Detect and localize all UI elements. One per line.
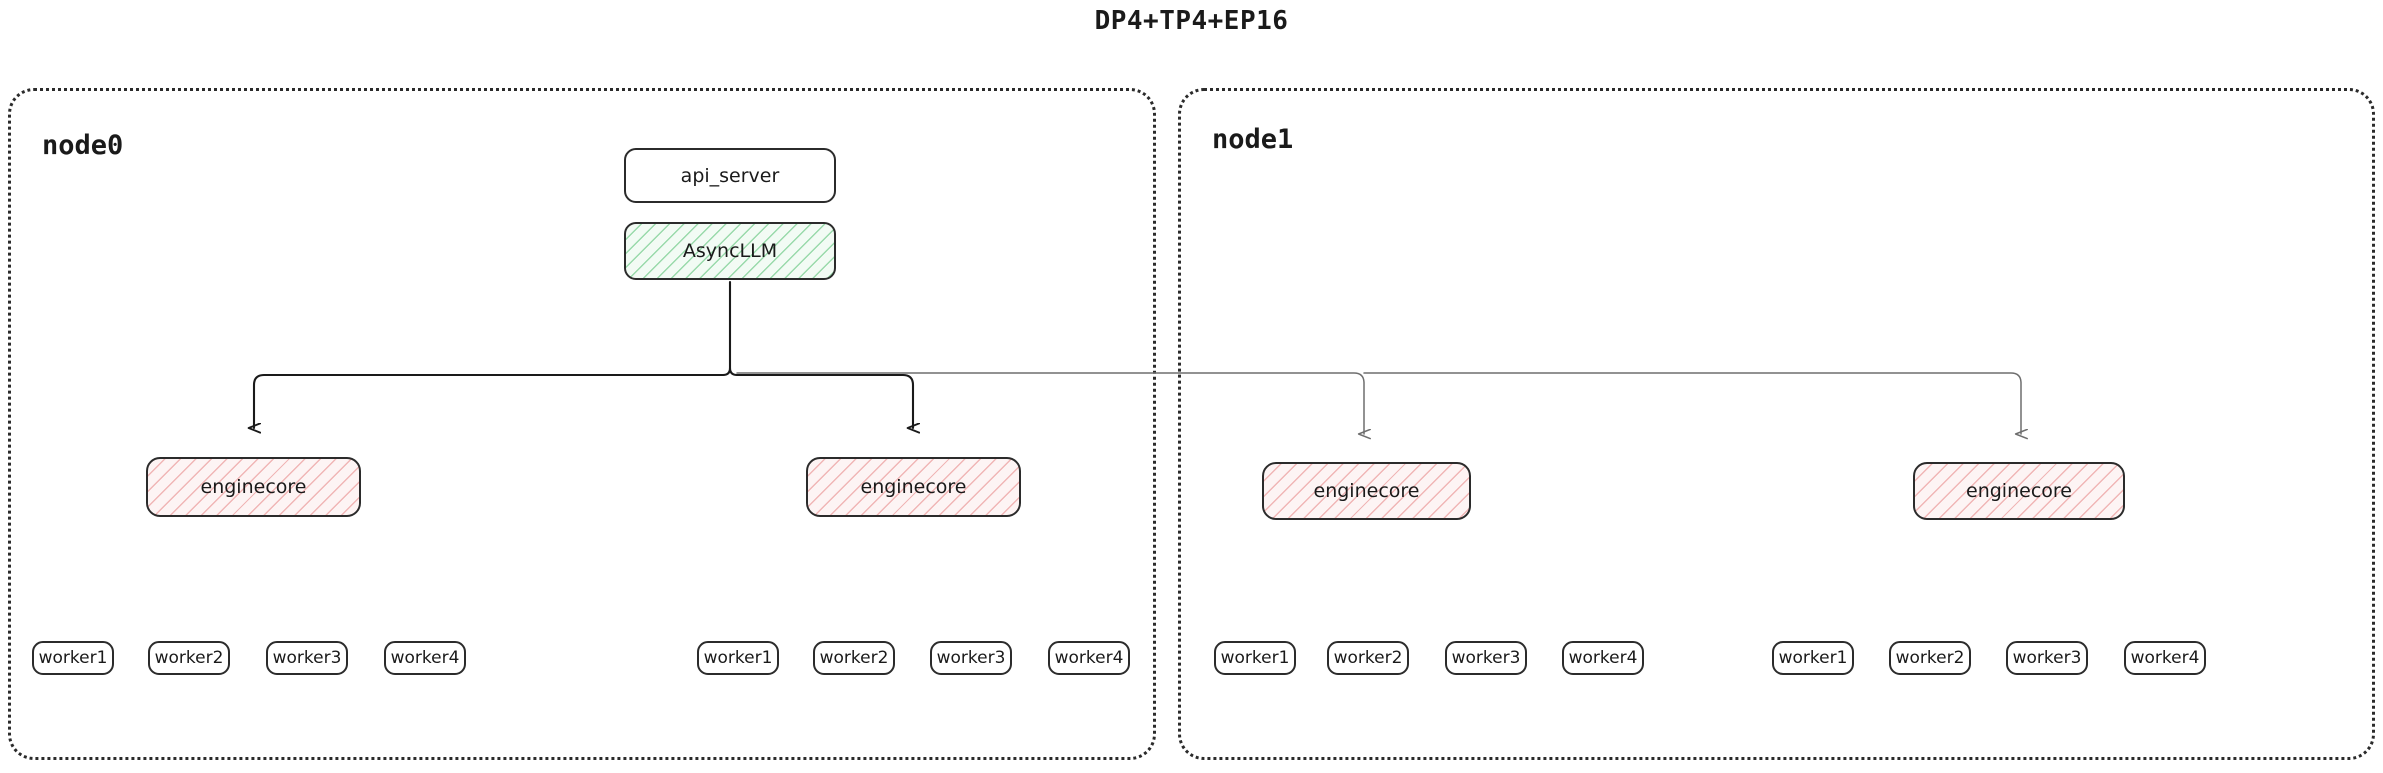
worker-label: worker2	[1895, 648, 1965, 668]
worker-box[interactable]: worker3	[266, 641, 348, 675]
worker-box[interactable]: worker3	[930, 641, 1012, 675]
enginecore-label: enginecore	[860, 476, 967, 498]
worker-label: worker3	[1451, 648, 1521, 668]
enginecore-label: enginecore	[200, 476, 307, 498]
worker-box[interactable]: worker1	[1214, 641, 1296, 675]
worker-box[interactable]: worker1	[1772, 641, 1854, 675]
worker-box[interactable]: worker1	[697, 641, 779, 675]
worker-label: worker4	[1054, 648, 1124, 668]
worker-label: worker2	[819, 648, 889, 668]
worker-box[interactable]: worker3	[1445, 641, 1527, 675]
enginecore-label: enginecore	[1313, 480, 1420, 502]
node-label-node1: node1	[1212, 124, 1294, 155]
node-label-node0: node0	[42, 130, 124, 161]
api-server-box[interactable]: api_server	[624, 148, 836, 203]
enginecore-box-node0-1[interactable]: enginecore	[146, 457, 361, 517]
worker-box[interactable]: worker4	[2124, 641, 2206, 675]
enginecore-label: enginecore	[1966, 480, 2072, 502]
worker-box[interactable]: worker2	[813, 641, 895, 675]
worker-label: worker1	[703, 648, 773, 668]
worker-label: worker2	[154, 648, 224, 668]
worker-label: worker3	[2012, 648, 2082, 668]
worker-label: worker4	[390, 648, 460, 668]
worker-label: worker4	[2130, 648, 2200, 668]
worker-label: worker2	[1333, 648, 1403, 668]
async-llm-label: AsyncLLM	[682, 240, 778, 262]
worker-label: worker1	[1778, 648, 1848, 668]
enginecore-box-node0-2[interactable]: enginecore	[806, 457, 1021, 517]
enginecore-box-node1-1[interactable]: enginecore	[1262, 462, 1471, 520]
worker-box[interactable]: worker2	[1889, 641, 1971, 675]
worker-box[interactable]: worker2	[1327, 641, 1409, 675]
worker-box[interactable]: worker2	[148, 641, 230, 675]
worker-label: worker3	[272, 648, 342, 668]
async-llm-box[interactable]: AsyncLLM	[624, 222, 836, 280]
worker-label: worker1	[1220, 648, 1290, 668]
enginecore-box-node1-2[interactable]: enginecore	[1913, 462, 2125, 520]
worker-box[interactable]: worker1	[32, 641, 114, 675]
worker-box[interactable]: worker4	[1562, 641, 1644, 675]
worker-box[interactable]: worker3	[2006, 641, 2088, 675]
page-title: DP4+TP4+EP16	[1094, 6, 1289, 36]
worker-label: worker1	[38, 648, 108, 668]
worker-box[interactable]: worker4	[1048, 641, 1130, 675]
worker-box[interactable]: worker4	[384, 641, 466, 675]
worker-label: worker3	[936, 648, 1006, 668]
worker-label: worker4	[1568, 648, 1638, 668]
api-server-label: api_server	[680, 164, 780, 187]
